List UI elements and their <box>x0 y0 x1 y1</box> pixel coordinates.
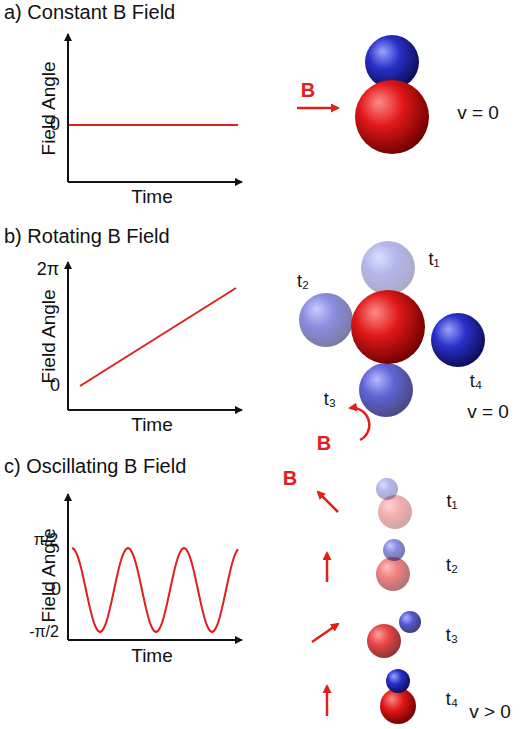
time-label: t₄ <box>470 372 482 392</box>
field-label: B <box>317 432 331 454</box>
time-label: t₃ <box>446 626 458 646</box>
blue-sphere <box>361 241 415 295</box>
blue-sphere <box>359 363 413 417</box>
axis-label: Field Angle <box>39 61 60 155</box>
time-label: t₁ <box>428 250 439 270</box>
field-label: B <box>301 79 315 101</box>
tick-label: 0 <box>50 376 60 396</box>
time-label: t₁ <box>446 492 457 512</box>
panel-title: b) Rotating B Field <box>4 225 170 247</box>
velocity-label: v = 0 <box>457 103 499 124</box>
axis-label: Field Angle <box>39 289 60 383</box>
axis-label: Time <box>131 646 173 667</box>
time-step-t3 <box>312 611 421 658</box>
rotation-arrow <box>350 408 369 440</box>
red-sphere <box>351 290 425 364</box>
time-step-t2 <box>327 539 410 591</box>
axes <box>68 34 242 640</box>
blue-sphere <box>299 293 353 347</box>
tick-label: 0 <box>50 115 60 135</box>
tick-label: 0 <box>51 580 61 600</box>
tick-label: π/2 <box>34 531 58 549</box>
axis-label: Time <box>131 187 173 208</box>
time-step-t1 <box>318 478 412 529</box>
time-label: t₃ <box>324 390 336 410</box>
velocity-label: v = 0 <box>467 402 509 423</box>
red-sphere <box>355 80 429 154</box>
field-label: B <box>283 467 297 489</box>
axis-label: Time <box>131 415 173 436</box>
blue-sphere <box>431 313 485 367</box>
tick-label: -π/2 <box>29 623 59 641</box>
tick-label: 2π <box>37 260 59 280</box>
time-step-t4 <box>327 669 416 724</box>
field-arrow <box>297 107 338 110</box>
velocity-label: v > 0 <box>469 702 511 723</box>
time-label: t₂ <box>446 556 458 576</box>
field-curve <box>69 125 238 632</box>
panel-title: c) Oscillating B Field <box>4 455 186 477</box>
panel-title: a) Constant B Field <box>4 1 175 23</box>
time-label: t₂ <box>297 272 309 292</box>
time-label: t₄ <box>446 690 458 710</box>
